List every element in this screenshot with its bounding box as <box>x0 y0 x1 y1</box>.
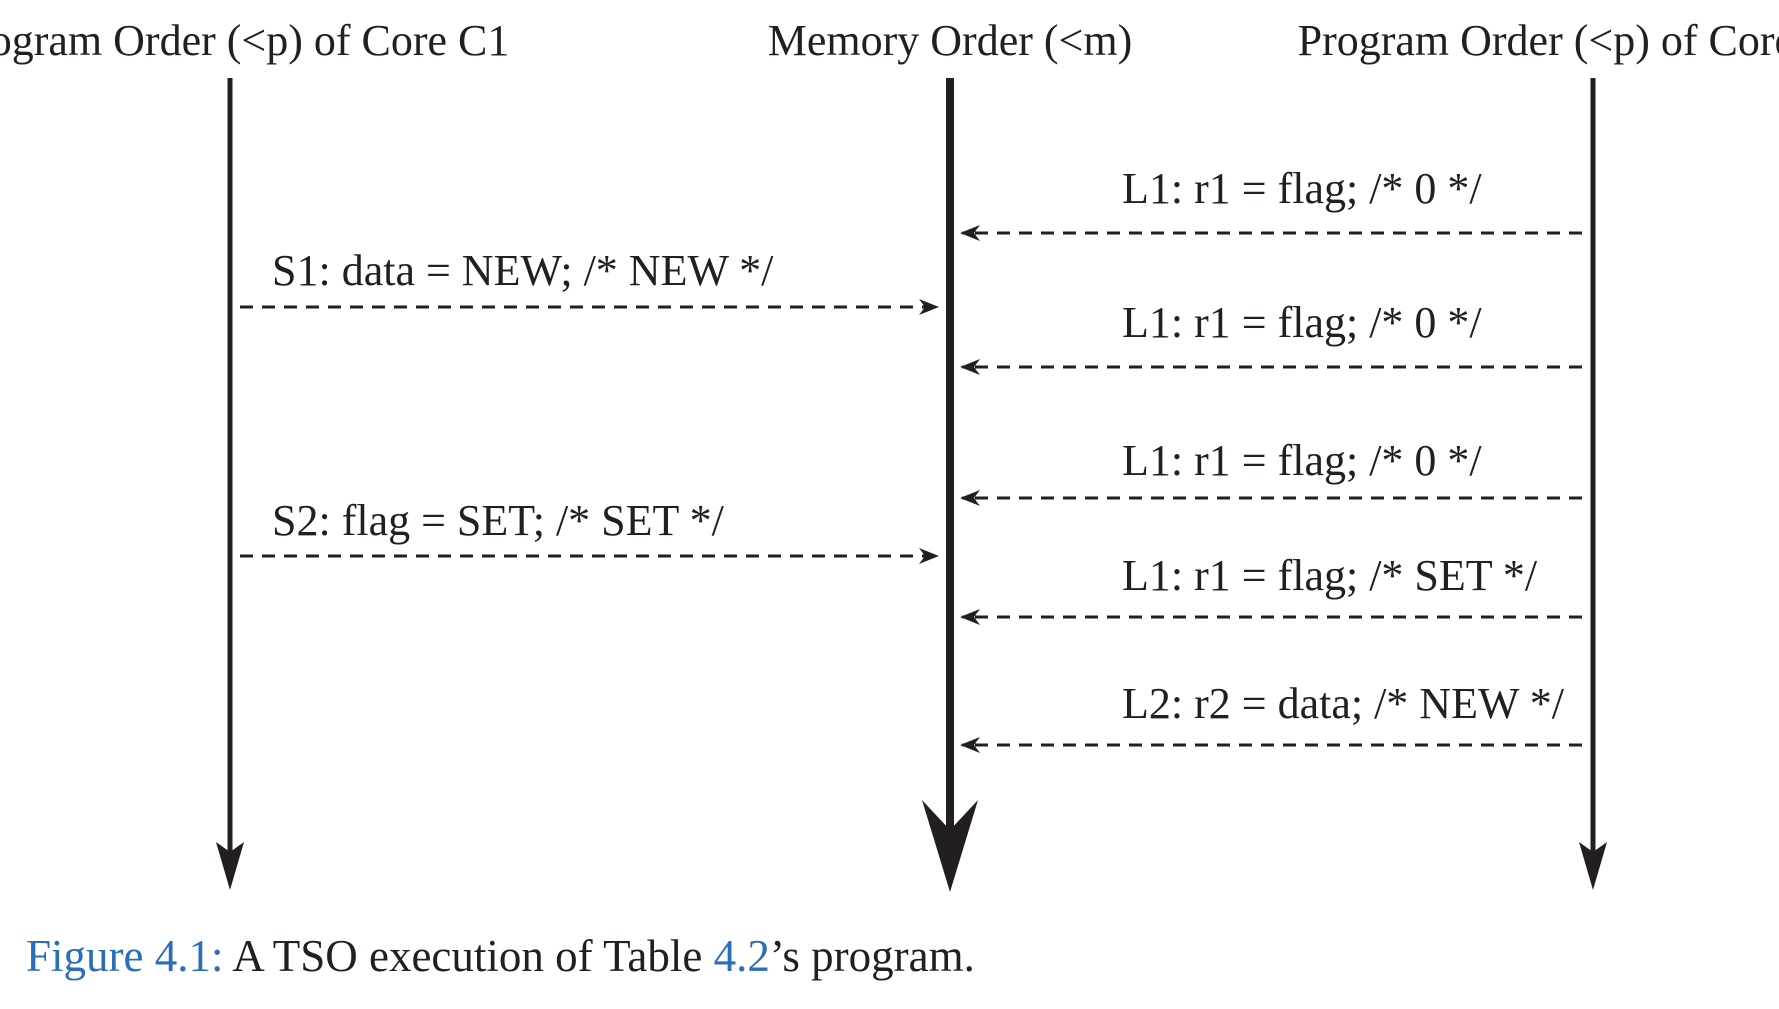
load-4: L1: r1 = flag; /* SET */ <box>960 551 1582 625</box>
table-reference-link[interactable]: 4.2 <box>713 931 770 981</box>
caption-text: A TSO execution of Table <box>223 931 714 981</box>
core2-timeline <box>1579 78 1607 890</box>
core1-timeline <box>216 78 244 890</box>
load-1-label: L1: r1 = flag; /* 0 */ <box>1122 164 1482 213</box>
load-2-label: L1: r1 = flag; /* 0 */ <box>1122 298 1482 347</box>
load-4-label: L1: r1 = flag; /* SET */ <box>1122 551 1538 600</box>
load-3: L1: r1 = flag; /* 0 */ <box>960 436 1582 506</box>
memory-order-title: Memory Order (<m) <box>768 16 1132 65</box>
core2-title: Program Order (<p) of Core C2 <box>1298 16 1779 65</box>
store-s2: S2: flag = SET; /* SET */ <box>240 496 939 564</box>
load-5: L2: r2 = data; /* NEW */ <box>960 679 1582 753</box>
store-s2-label: S2: flag = SET; /* SET */ <box>272 496 725 545</box>
figure-caption: Figure 4.1: A TSO execution of Table 4.2… <box>26 930 975 982</box>
tso-execution-diagram: Program Order (<p) of Core C1 Memory Ord… <box>0 16 1779 892</box>
load-1: L1: r1 = flag; /* 0 */ <box>960 164 1582 241</box>
load-5-label: L2: r2 = data; /* NEW */ <box>1122 679 1565 728</box>
store-s1-label: S1: data = NEW; /* NEW */ <box>272 246 774 295</box>
load-3-label: L1: r1 = flag; /* 0 */ <box>1122 436 1482 485</box>
core1-title: Program Order (<p) of Core C1 <box>0 16 509 65</box>
figure-number-link[interactable]: Figure 4.1: <box>26 931 224 981</box>
memory-order-timeline <box>922 78 978 892</box>
caption-text-end: ’s program. <box>769 931 975 981</box>
load-2: L1: r1 = flag; /* 0 */ <box>960 298 1582 375</box>
store-s1: S1: data = NEW; /* NEW */ <box>240 246 939 315</box>
